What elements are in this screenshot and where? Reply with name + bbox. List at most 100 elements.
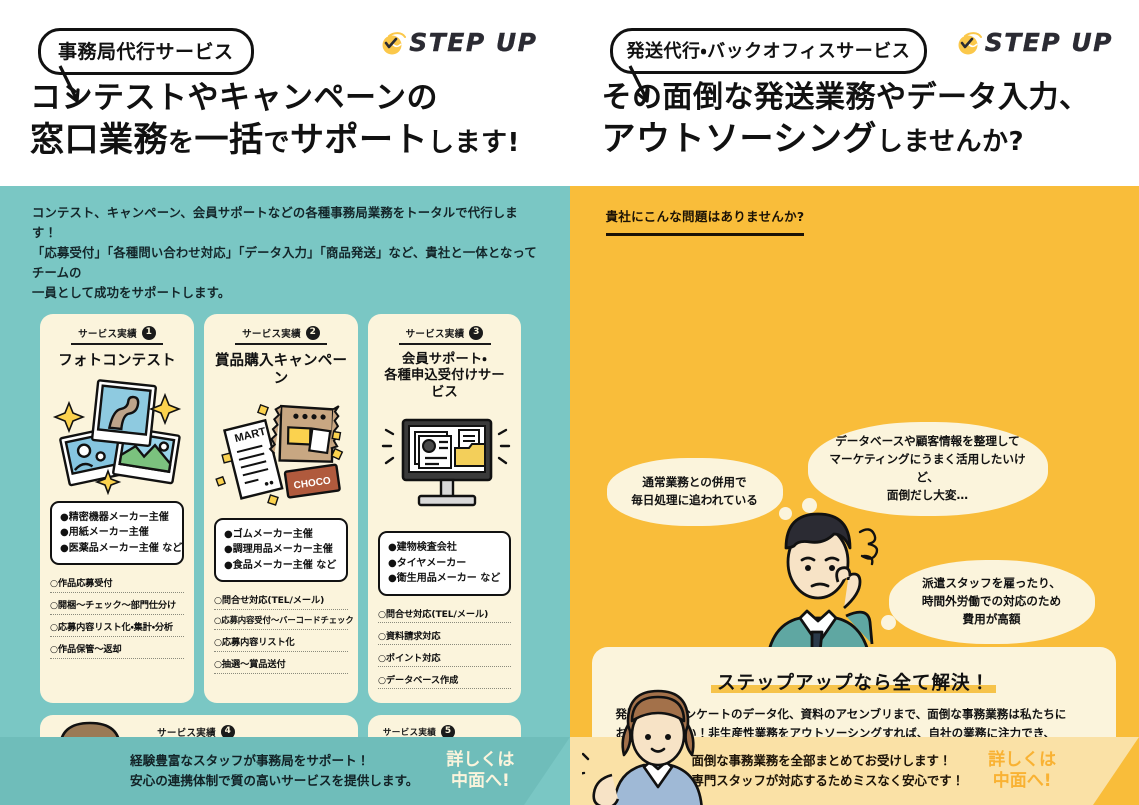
card-1-kicker: サービス実績 1: [71, 325, 163, 345]
card-3-bullet-1: ●タイヤメーカー: [388, 557, 467, 569]
problem-bubble-1-text: 通常業務との併用で 毎日処理に追われている: [631, 475, 758, 507]
rhl-part-a: アウトソーシング: [601, 118, 877, 159]
left-service-tag: 事務局代行サービス: [38, 28, 254, 75]
card-5-number: 5: [441, 724, 456, 739]
bubble-3-tail: [880, 615, 896, 630]
right-body: 貴社にこんな問題はありませんか? 通常業務との併用で 毎日処理に追われている デ…: [569, 186, 1139, 805]
hl-part-b: を: [168, 127, 195, 158]
photo-contest-icon: [50, 371, 184, 499]
tag-pointer-arrow-right: [628, 65, 650, 103]
card-4-number: 4: [220, 724, 235, 739]
left-footer-cta[interactable]: 詳しくは 中面へ!: [446, 750, 514, 793]
card-1-check-1: ○開梱〜チェック〜部門仕分け: [50, 596, 184, 615]
right-footer-wedge: [1093, 737, 1139, 805]
card-3-bullet-2: ●衛生用品メーカー など: [388, 573, 501, 585]
right-cta-line2: 中面へ!: [992, 771, 1052, 791]
right-headline-line1: その面倒な発送業務やデータ入力、: [601, 80, 1090, 115]
logo-wordmark-right: STEP UP: [984, 28, 1113, 57]
card-3-bullets: ●建物検査会社 ●タイヤメーカー ●衛生用品メーカー など: [378, 531, 511, 596]
question-heading: 貴社にこんな問題はありませんか?: [605, 206, 805, 236]
card-1-bullet-0: ●精密機器メーカー主催: [60, 511, 169, 523]
card-2-check-2: ○応募内容リスト化: [214, 633, 348, 652]
card-1-bullets: ●精密機器メーカー主催 ●用紙メーカー主催 ●医薬品メーカー主催 など: [50, 500, 184, 566]
right-footer-cta[interactable]: 詳しくは 中面へ!: [988, 750, 1056, 793]
logo-wordmark: STEP UP: [409, 28, 538, 57]
left-cta-line1: 詳しくは: [446, 749, 515, 770]
logo-mark-icon-right: [958, 31, 982, 54]
card-2-kicker: サービス実績 2: [235, 325, 327, 345]
left-headline-line1: コンテストやキャンペーンの: [30, 80, 438, 116]
problem-bubble-1: 通常業務との併用で 毎日処理に追われている: [606, 458, 792, 526]
service-card-2[interactable]: サービス実績 2 賞品購入キャンペーン MART: [204, 313, 358, 703]
card-2-number: 2: [305, 325, 320, 340]
card-1-number: 1: [141, 325, 156, 340]
card-5-kicker-label: サービス実績: [382, 727, 437, 738]
bubble-1-tail: [778, 507, 792, 520]
left-body: コンテスト、キャンペーン、会員サポートなどの各種事務局業務をトータルで代行します…: [0, 186, 570, 805]
left-footer-wedge: [523, 737, 570, 805]
right-footer-bar: 面倒な事務業務を全部まとめてお受けします！ 専門スタッフが対応するためミスなく安…: [569, 689, 1139, 805]
right-footer-text: 面倒な事務業務を全部まとめてお受けします！ 専門スタッフが対応するためミスなく安…: [691, 753, 965, 788]
card-1-check-3: ○作品保管〜返却: [50, 640, 184, 659]
left-cta-line2: 中面へ!: [451, 771, 510, 791]
card-2-check-3: ○抽選〜賞品送付: [214, 655, 348, 674]
left-footer-bar: 経験豊富なスタッフが事務局をサポート！ 安心の連携体制で質の高いサービスを提供し…: [0, 737, 570, 805]
card-1-kicker-label: サービス実績: [78, 328, 137, 340]
right-logo: STEP UP: [956, 28, 1113, 57]
right-cta-line1: 詳しくは: [988, 749, 1057, 770]
card-3-check-0: ○問合せ対応(TEL/メール): [378, 605, 511, 624]
card-3-kicker-label: サービス実績: [405, 328, 465, 340]
card-1-bullet-1: ●用紙メーカー主催: [60, 527, 149, 539]
right-headline: その面倒な発送業務やデータ入力、 アウトソーシングしませんか?: [602, 80, 1090, 159]
problem-bubble-3-text: 派遣スタッフを雇ったり、 時間外労働での対応のため 費用が高額: [921, 576, 1062, 626]
card-2-bullet-2: ●食品メーカー主催 など: [224, 559, 337, 571]
card-2-checklist: ○問合せ対応(TEL/メール) ○応募内容受付〜バーコードチェック ○応募内容リ…: [214, 591, 354, 674]
card-2-check-1: ○応募内容受付〜バーコードチェック: [214, 613, 354, 630]
card-2-bullets: ●ゴムメーカー主催 ●調理用品メーカー主催 ●食品メーカー主催 など: [214, 517, 348, 583]
left-footer-text: 経験豊富なスタッフが事務局をサポート！ 安心の連携体制で質の高いサービスを提供し…: [130, 752, 419, 788]
left-header: 事務局代行サービス STEP UP コンテストやキャンペーンの 窓口業務を一括で…: [0, 0, 570, 186]
card-2-check-0: ○問合せ対応(TEL/メール): [214, 591, 348, 610]
card-2-title: 賞品購入キャンペーン: [214, 352, 348, 387]
service-card-1[interactable]: サービス実績 1 フォトコンテスト: [40, 313, 194, 703]
hl-part-e: サポート: [290, 119, 429, 160]
card-1-check-2: ○応募内容リスト化・集計・分析: [50, 618, 184, 637]
solution-title: ステップアップなら全て解決！: [710, 669, 996, 695]
svg-text:CHOCO: CHOCO: [293, 475, 332, 491]
left-panel: 事務局代行サービス STEP UP コンテストやキャンペーンの 窓口業務を一括で…: [0, 0, 570, 805]
left-headline: コンテストやキャンペーンの 窓口業務を一括でサポートします!: [30, 80, 520, 161]
receipt-snack-icon: MART: [214, 388, 348, 516]
card-3-check-2: ○ポイント対応: [378, 649, 511, 668]
problem-bubble-2-text: データベースや顧客情報を整理して マーケティングにうまく活用したいけど、 面倒だ…: [829, 434, 1026, 502]
right-panel: 発送代行・バックオフィスサービス STEP UP その面倒な発送業務やデータ入力…: [569, 0, 1139, 805]
left-intro-text: コンテスト、キャンペーン、会員サポートなどの各種事務局業務をトータルで代行します…: [32, 206, 537, 300]
monitor-icon: [378, 401, 511, 529]
card-2-bullet-0: ●ゴムメーカー主催: [224, 528, 313, 540]
card-1-checklist: ○作品応募受付 ○開梱〜チェック〜部門仕分け ○応募内容リスト化・集計・分析 ○…: [50, 574, 184, 659]
solution-title-wrap: ステップアップなら全て解決！: [616, 669, 1092, 695]
left-logo: STEP UP: [380, 28, 537, 57]
card-2-bullet-1: ●調理用品メーカー主催: [224, 544, 333, 556]
bubble-2-tail: [801, 498, 817, 513]
card-3-number: 3: [469, 325, 484, 340]
logo-mark-icon: [382, 31, 407, 54]
problem-bubble-3: 派遣スタッフを雇ったり、 時間外労働での対応のため 費用が高額: [880, 560, 1095, 644]
service-card-3[interactable]: サービス実績 3 会員サポート・ 各種申込受付けサービス: [368, 313, 521, 703]
card-3-bullet-0: ●建物検査会社: [388, 542, 457, 554]
card-1-check-0: ○作品応募受付: [50, 574, 184, 593]
problem-bubble-2: データベースや顧客情報を整理して マーケティングにうまく活用したいけど、 面倒だ…: [801, 422, 1048, 516]
card-3-title: 会員サポート・ 各種申込受付けサービス: [384, 351, 505, 400]
hl-part-d: で: [263, 127, 291, 158]
service-cards-row-top: サービス実績 1 フォトコンテスト: [0, 304, 570, 703]
card-3-kicker: サービス実績 3: [398, 325, 491, 345]
card-1-bullet-2: ●医薬品メーカー主催 など: [60, 542, 183, 554]
tag-pointer-arrow: [58, 65, 80, 103]
right-header: 発送代行・バックオフィスサービス STEP UP その面倒な発送業務やデータ入力…: [569, 0, 1139, 186]
left-headline-line2: 窓口業務を一括でサポートします!: [30, 120, 520, 161]
card-3-check-3: ○データベース作成: [378, 671, 511, 690]
hl-part-a: 窓口業務: [30, 119, 168, 160]
card-4-kicker-label: サービス実績: [157, 727, 216, 739]
hl-part-f: します!: [428, 127, 520, 158]
card-3-check-1: ○資料請求対応: [378, 627, 511, 646]
